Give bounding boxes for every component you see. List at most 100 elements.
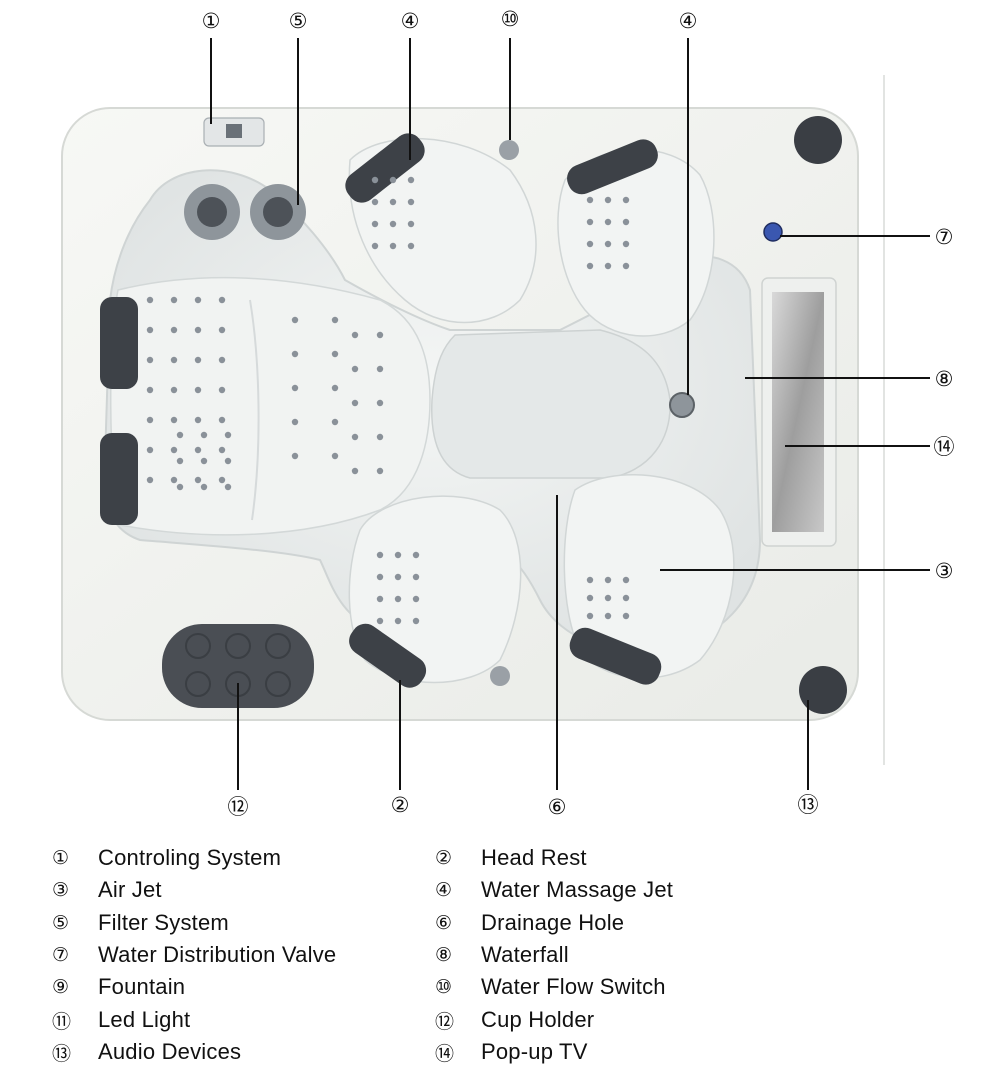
jet-icon xyxy=(351,331,359,339)
marker-12: ⑫ xyxy=(228,795,249,819)
filter-right-core xyxy=(263,197,293,227)
jet-icon xyxy=(376,595,384,603)
jet-icon xyxy=(170,386,178,394)
headrest-bottom-left xyxy=(349,623,427,688)
jet-icon xyxy=(291,316,299,324)
jet-icon xyxy=(291,350,299,358)
jet-icon xyxy=(389,198,397,206)
jet-icon xyxy=(376,551,384,559)
jet-icon xyxy=(394,573,402,581)
jet-icon xyxy=(622,612,630,620)
jet-icon xyxy=(586,576,594,584)
jet-icon xyxy=(604,612,612,620)
legend-label: Water Flow Switch xyxy=(481,974,666,999)
jet-icon xyxy=(604,576,612,584)
jet-icon xyxy=(170,296,178,304)
lounger-divider xyxy=(249,299,260,521)
legend-label: Pop-up TV xyxy=(481,1039,588,1064)
marker-14: ⑭ xyxy=(934,435,955,459)
legend-item-11: ⑪ Led Light xyxy=(52,1004,190,1036)
legend-label: Water Distribution Valve xyxy=(98,942,337,967)
jet-icon xyxy=(394,551,402,559)
legend-number: ④ xyxy=(435,879,453,901)
jet-icon xyxy=(586,240,594,248)
marker-3: ③ xyxy=(935,559,954,583)
jet-icon xyxy=(622,262,630,270)
legend-item-3: ③ Air Jet xyxy=(52,874,162,906)
jet-icon xyxy=(622,240,630,248)
legend-number: ⑭ xyxy=(435,1042,455,1065)
jet-icon xyxy=(331,452,339,460)
jet-icon xyxy=(194,296,202,304)
legend-number: ⑩ xyxy=(435,976,453,998)
jet-icon xyxy=(412,617,420,625)
jet-icon xyxy=(218,446,226,454)
legend-label: Cup Holder xyxy=(481,1007,595,1032)
leader-lines xyxy=(210,38,930,790)
jet-icon xyxy=(622,218,630,226)
legend-label: Led Light xyxy=(98,1007,191,1032)
jet-icon xyxy=(146,326,154,334)
jet-icon xyxy=(218,416,226,424)
jet-icon xyxy=(604,594,612,602)
jet-icon xyxy=(218,296,226,304)
jet-icon xyxy=(176,431,184,439)
jet-icon xyxy=(376,331,384,339)
marker-2: ② xyxy=(391,793,410,817)
lounger-seat xyxy=(110,276,431,536)
jet-icon xyxy=(394,595,402,603)
legend-number: ⑫ xyxy=(435,1010,455,1033)
jet-icon xyxy=(291,452,299,460)
jet-icon xyxy=(200,457,208,465)
legend-item-5: ⑤ Filter System xyxy=(52,907,229,939)
jet-icon xyxy=(224,483,232,491)
jet-icon xyxy=(604,196,612,204)
jet-icon xyxy=(412,595,420,603)
jet-icon xyxy=(586,612,594,620)
jet-icon xyxy=(146,476,154,484)
drain-fitting xyxy=(669,392,695,418)
jet-icon xyxy=(622,576,630,584)
jet-icon xyxy=(170,356,178,364)
legend-label: Fountain xyxy=(98,974,186,999)
marker-13: ⑬ xyxy=(798,793,819,817)
jet-icon xyxy=(200,431,208,439)
jet-icon xyxy=(194,446,202,454)
legend-item-7: ⑦ Water Distribution Valve xyxy=(52,939,336,971)
jet-icon xyxy=(604,218,612,226)
seat-bottom-right xyxy=(563,474,735,679)
jet-icon xyxy=(331,418,339,426)
jet-icon xyxy=(146,446,154,454)
legend-label: Waterfall xyxy=(481,942,569,967)
jet-icon xyxy=(351,399,359,407)
jet-icon xyxy=(412,551,420,559)
jet-icon xyxy=(218,386,226,394)
marker-4-top: ④ xyxy=(401,9,420,33)
jet-icon xyxy=(407,198,415,206)
legend-item-10: ⑩ Water Flow Switch xyxy=(435,971,666,1003)
jet-icon xyxy=(218,356,226,364)
legend-number: ⑪ xyxy=(52,1010,72,1033)
jet-icon xyxy=(376,433,384,441)
legend-label: Controling System xyxy=(98,845,282,870)
hot-tub-diagram: ① ⑤ ④ ⑩ ④ ⑦ ⑧ ⑭ ③ ⑫ ② ⑥ ⑬ xyxy=(61,7,955,819)
jet-icon xyxy=(224,457,232,465)
jet-icon xyxy=(170,416,178,424)
jet-icon xyxy=(146,296,154,304)
legend-number: ② xyxy=(435,847,453,869)
marker-8: ⑧ xyxy=(935,367,954,391)
cup-holder-tray xyxy=(162,624,314,708)
water-distribution-valve xyxy=(763,222,783,242)
jet-icon xyxy=(194,386,202,394)
jet-icon xyxy=(412,573,420,581)
control-panel-screen xyxy=(226,124,242,138)
legend-label: Filter System xyxy=(98,910,229,935)
marker-6: ⑥ xyxy=(548,795,567,819)
jet-icon xyxy=(176,457,184,465)
jet-icon xyxy=(331,316,339,324)
jet-icon xyxy=(146,356,154,364)
legend-item-14: ⑭ Pop-up TV xyxy=(435,1036,588,1068)
seat-top-left xyxy=(348,137,537,324)
water-flow-switch xyxy=(499,140,519,160)
jet-icon xyxy=(170,446,178,454)
